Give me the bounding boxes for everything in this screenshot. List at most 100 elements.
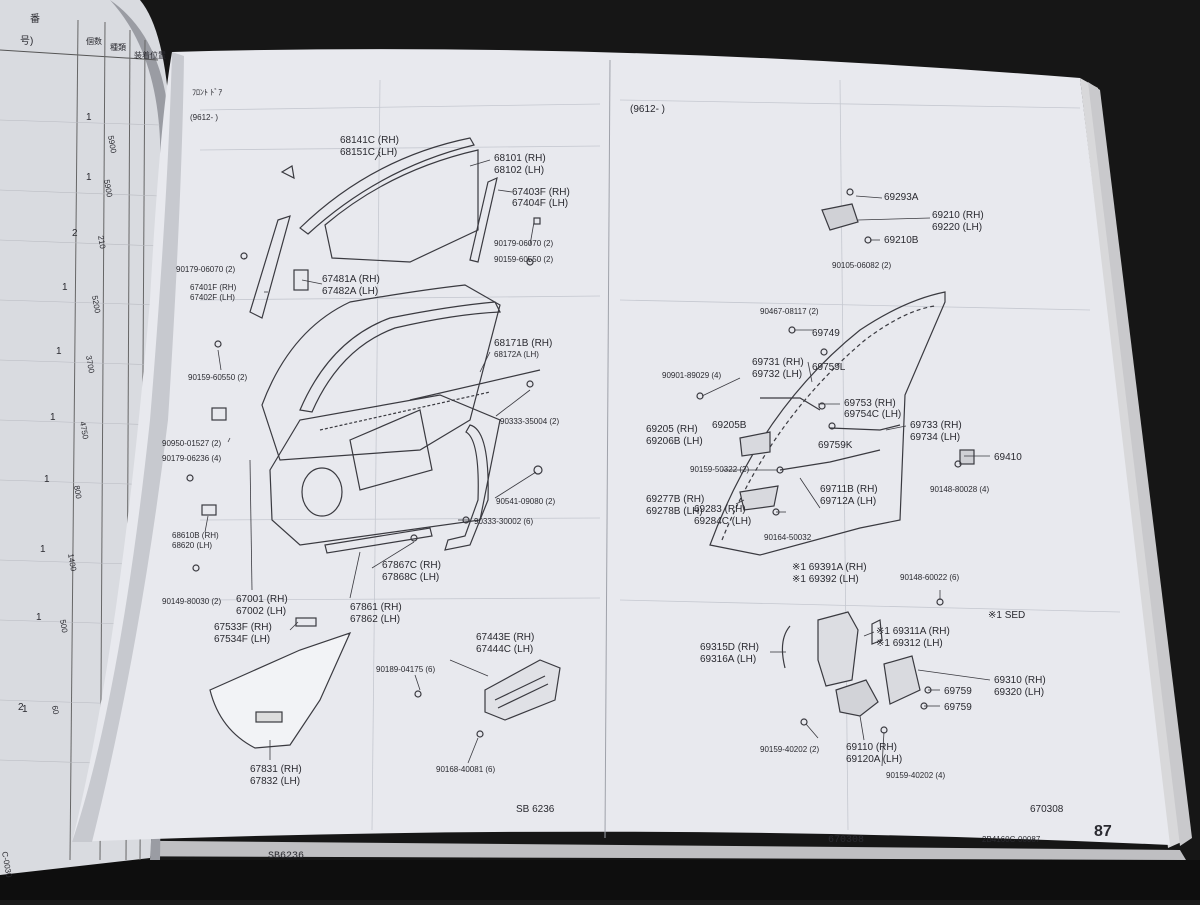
bolt-10 [476,730,484,738]
diagram-door-lock [696,188,975,734]
part-label: 67443E (RH) [476,632,534,643]
part-label: 67444C (LH) [476,644,533,655]
header-cell: 種類 [110,42,126,52]
part-label: 69732 (LH) [752,369,802,380]
diagram-b-date-range: (9612- ) [630,104,665,115]
part-label: 69749 [812,328,840,339]
part-label: 90950-01527 (2) [162,439,221,448]
part-label: ※1 SED [988,610,1025,621]
qty-cell: 1 [44,474,50,485]
part-label: 68102 (LH) [494,165,544,176]
diagram-a-ref-code: SB 6236 [516,804,555,815]
door-outline [709,291,946,556]
part-label: 67402F (LH) [190,293,235,302]
qty-cell: 1 [86,112,92,123]
front-channel [249,215,291,319]
part-label: 69205 (RH) [646,424,698,435]
price-cell: 210 [96,235,107,250]
part-label: 69205B [712,420,747,431]
small-clip [959,449,975,465]
part-label: 69754C (LH) [844,409,901,420]
header-cell: 装着位置 [134,50,166,60]
strip-piece [295,617,317,627]
part-label: 69759 [944,686,972,697]
part-label: 67401F (RH) [190,283,237,292]
diagram-a-header: ﾌﾛﾝﾄ ﾄﾞｱ [192,88,222,97]
part-label: 90179-06236 (4) [162,454,221,463]
part-label: 67831 (RH) [250,764,302,775]
lock-motor [835,679,879,717]
part-label: 69110 (RH) [846,742,897,753]
page-number: 87 [1094,823,1112,840]
part-label: 69293A [884,192,919,203]
part-label: 90148-80028 (4) [930,485,989,494]
part-label: 69759L [812,362,846,373]
outside-handle [821,203,859,231]
part-label: ※1 69391A (RH) [792,562,867,573]
part-label: 90159-50322 (2) [690,465,749,474]
part-label: 67861 (RH) [350,602,402,613]
part-label: 67403F (RH) [512,187,570,198]
ghost-table [199,79,1121,831]
part-label: 69206B (LH) [646,436,703,447]
part-label: 68151C (LH) [340,147,397,158]
door-lock-assembly [817,611,859,687]
part-label: 69283 (RH) [694,504,746,515]
part-label: 90179-06070 (2) [176,265,235,274]
corner-piece [280,165,295,180]
bolt-7 [410,534,418,542]
header-cell: 番 [30,13,40,25]
bolt-1 [214,340,222,348]
part-label: 90467-08117 (2) [760,307,819,316]
part-label: 69759K [818,440,853,451]
part-label: 90901-89029 (4) [662,371,721,380]
part-label: 90148-60022 (6) [900,573,959,582]
price-cell: 5900 [106,135,118,155]
door-inner-panel [269,394,501,546]
part-label: 69278B (LH) [646,506,703,517]
part-label: 90333-35004 (2) [500,417,559,426]
price-cell: 5200 [90,295,102,315]
bolt-9 [414,690,422,698]
door-sash [299,301,501,413]
part-label: 90159-40202 (2) [760,745,819,754]
part-label: 90333-30002 (6) [474,517,533,526]
part-label: 69210B [884,235,919,246]
left-page-table: 番 号) 個数 種類 装着位置 1 1 2 1 1 1 1 1 1 1 2 59… [0,13,166,879]
bolt-3 [526,258,534,266]
part-label: 68171B (RH) [494,338,552,349]
screw-7 [828,422,836,430]
weatherstrip [444,424,489,551]
lock-rod-1 [760,397,821,411]
part-label: 69753 (RH) [844,398,896,409]
glass-run [299,137,475,235]
door-mechanism [349,409,433,491]
part-label: 90159-60550 (2) [188,373,247,382]
part-label: 90159-40202 (4) [886,771,945,780]
part-label: 69120A (LH) [846,754,902,765]
part-label: 90179-06070 (2) [494,239,553,248]
header-cell: 個数 [86,36,102,46]
part-label: 69733 (RH) [910,420,962,431]
grommet [186,474,194,482]
part-label: ※1 69392 (LH) [792,574,859,585]
part-label: 67533F (RH) [214,622,272,633]
part-label: 90189-04175 (6) [376,665,435,674]
qty-cell: 1 [22,704,28,715]
inside-handle [739,431,771,457]
part-label: 67404F (LH) [512,198,568,209]
part-label: 69316A (LH) [700,654,756,665]
hinge [201,504,217,516]
part-label: 69759 [944,702,972,713]
part-label: 67482A (LH) [322,286,378,297]
qty-cell: 1 [40,544,46,555]
part-label: 90159-60550 (2) [494,255,553,264]
diagram-b-footer-code: 670308 [828,835,864,846]
qty-cell: 1 [50,412,56,423]
connector [211,407,227,421]
inside-handle-2 [739,485,779,511]
screw-4 [820,348,828,356]
part-label: 69712A (LH) [820,496,876,507]
part-label: 90164-50032 [764,533,812,542]
diagram-a-date-range: (9612- ) [190,113,218,122]
